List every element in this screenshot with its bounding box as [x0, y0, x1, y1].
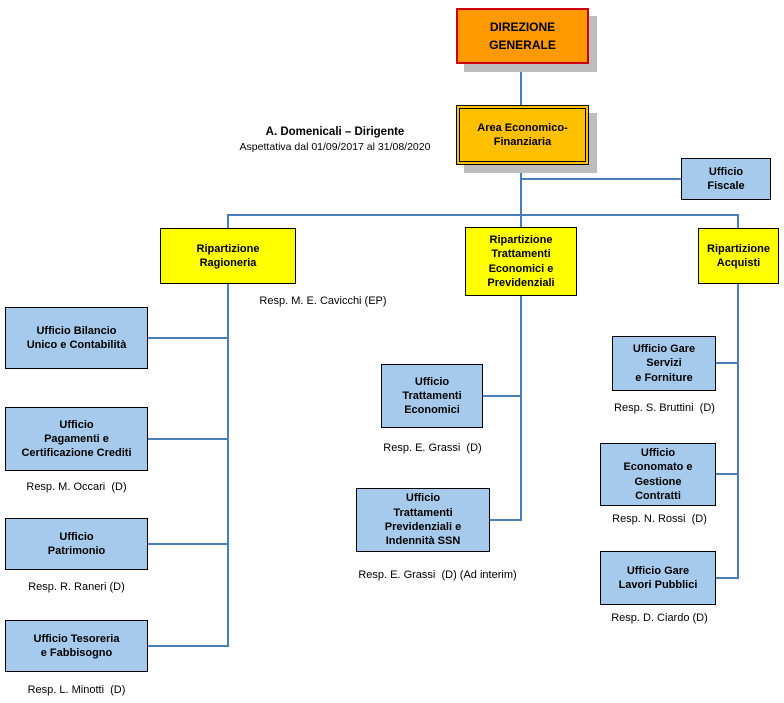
connector-line	[227, 214, 739, 216]
node-ufficio-tesoreria: Ufficio Tesoreria e Fabbisogno	[5, 620, 148, 672]
connector-line	[715, 473, 739, 475]
node-ripartizione-acquisti-label: Ripartizione Acquisti	[707, 242, 770, 269]
node-ufficio-tesoreria-label: Ufficio Tesoreria e Fabbisogno	[33, 632, 120, 659]
connector-line	[520, 164, 522, 216]
connector-line	[489, 519, 522, 521]
dirigente-note: Aspettativa dal 01/09/2017 al 31/08/2020	[239, 141, 431, 153]
node-direzione-generale-label: DIREZIONE GENERALE	[489, 20, 556, 52]
node-ufficio-economato-label: Ufficio Economato e Gestione Contratti	[623, 446, 693, 502]
resp-bruttini: Resp. S. Bruttini (D)	[614, 402, 715, 414]
resp-cavicchi: Resp. M. E. Cavicchi (EP)	[259, 295, 387, 307]
node-ufficio-trattamenti-economici-label: Ufficio Trattamenti Economici	[402, 375, 462, 417]
connector-line	[715, 577, 739, 579]
resp-grassi-interim: Resp. E. Grassi (D) (Ad interim)	[358, 569, 517, 581]
connector-line	[737, 283, 739, 579]
connector-line	[520, 63, 522, 107]
node-ripartizione-trattamenti: Ripartizione Trattamenti Economici e Pre…	[465, 227, 577, 296]
dirigente-name: A. Domenicali – Dirigente	[265, 126, 405, 138]
node-ufficio-bilancio-label: Ufficio Bilancio Unico e Contabilità	[26, 324, 127, 351]
node-ufficio-trattamenti-economici: Ufficio Trattamenti Economici	[381, 364, 483, 428]
node-ufficio-gare-lavori: Ufficio Gare Lavori Pubblici	[600, 551, 716, 605]
node-ufficio-gare-servizi: Ufficio Gare Servizi e Forniture	[612, 336, 716, 391]
node-ufficio-trattamenti-previdenziali-label: Ufficio Trattamenti Previdenziali e Inde…	[384, 492, 462, 548]
node-ufficio-patrimonio: Ufficio Patrimonio	[5, 518, 148, 570]
resp-raneri: Resp. R. Raneri (D)	[28, 581, 125, 593]
resp-occari: Resp. M. Occari (D)	[26, 481, 127, 493]
node-ufficio-patrimonio-label: Ufficio Patrimonio	[47, 530, 106, 557]
node-ufficio-trattamenti-previdenziali: Ufficio Trattamenti Previdenziali e Inde…	[356, 488, 490, 552]
node-ufficio-economato: Ufficio Economato e Gestione Contratti	[600, 443, 716, 506]
connector-line	[521, 178, 682, 180]
node-ufficio-fiscale-label: Ufficio Fiscale	[707, 165, 745, 192]
node-ripartizione-trattamenti-label: Ripartizione Trattamenti Economici e Pre…	[487, 233, 555, 289]
dirigente-annotation: A. Domenicali – Dirigente Aspettativa da…	[215, 126, 455, 153]
connector-line	[148, 543, 228, 545]
node-ripartizione-ragioneria-label: Ripartizione Ragioneria	[196, 242, 260, 269]
connector-line	[148, 438, 228, 440]
node-ufficio-gare-servizi-label: Ufficio Gare Servizi e Forniture	[632, 343, 696, 384]
resp-rossi: Resp. N. Rossi (D)	[612, 513, 707, 525]
resp-ciardo: Resp. D. Ciardo (D)	[611, 612, 708, 624]
resp-minotti: Resp. L. Minotti (D)	[27, 684, 126, 696]
connector-line	[148, 645, 228, 647]
node-ufficio-pagamenti: Ufficio Pagamenti e Certificazione Credi…	[5, 407, 148, 471]
node-ufficio-fiscale: Ufficio Fiscale	[681, 158, 771, 200]
node-ufficio-pagamenti-label: Ufficio Pagamenti e Certificazione Credi…	[21, 418, 132, 460]
node-area-label: Area Economico- Finanziaria	[477, 121, 568, 148]
resp-grassi: Resp. E. Grassi (D)	[383, 442, 482, 454]
node-area-economico-finanziaria: Area Economico- Finanziaria	[456, 105, 589, 165]
connector-line	[520, 214, 522, 229]
connector-line	[227, 214, 229, 230]
connector-line	[737, 214, 739, 230]
connector-line	[715, 362, 739, 364]
node-ufficio-bilancio: Ufficio Bilancio Unico e Contabilità	[5, 307, 148, 369]
node-ripartizione-ragioneria: Ripartizione Ragioneria	[160, 228, 296, 284]
node-ripartizione-acquisti: Ripartizione Acquisti	[698, 228, 779, 284]
connector-line	[520, 295, 522, 521]
node-ufficio-gare-lavori-label: Ufficio Gare Lavori Pubblici	[618, 564, 698, 591]
connector-line	[482, 395, 522, 397]
node-direzione-generale: DIREZIONE GENERALE	[456, 8, 589, 64]
connector-line	[148, 337, 228, 339]
connector-line	[227, 283, 229, 647]
